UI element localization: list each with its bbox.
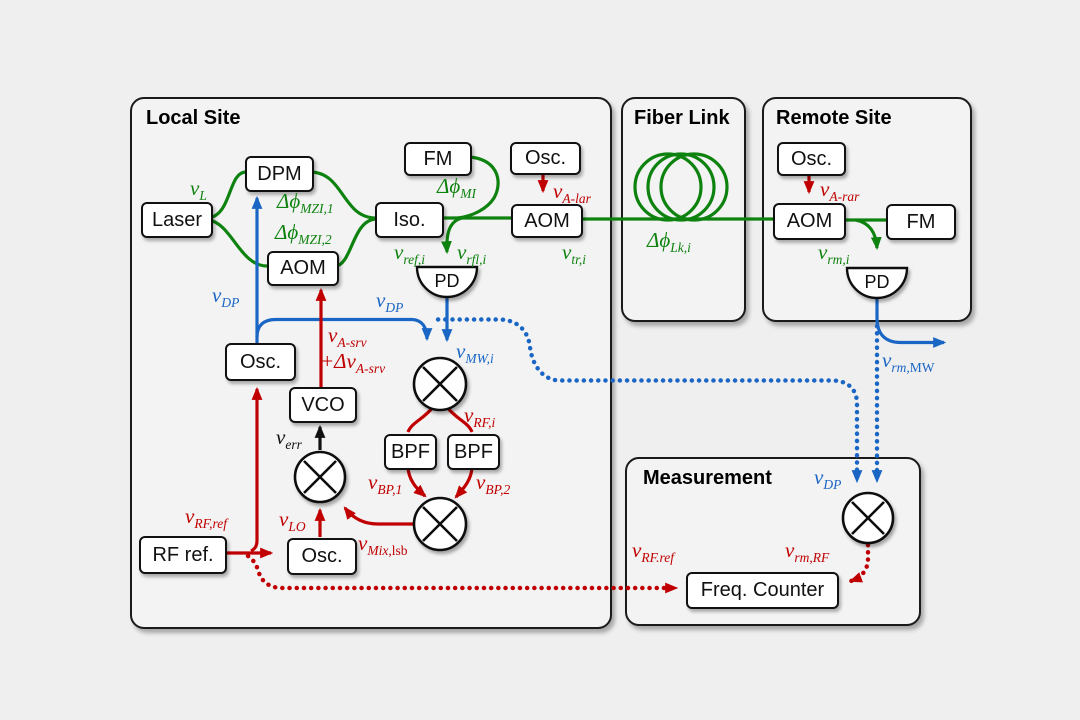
label-nu-err: νerr (276, 425, 302, 452)
mixer-error-icon (293, 450, 347, 504)
label-nu-rm-rf: νrm,RF (785, 538, 830, 565)
fm-local-node: FM (404, 142, 472, 176)
label-nu-a-lar: νA-lar (553, 179, 591, 206)
mixer-measurement-icon (841, 491, 895, 545)
label-nu-bp1: νBP,1 (368, 470, 403, 497)
label-nu-rf-ref: νRF,ref (185, 504, 227, 531)
local-site-title: Local Site (146, 107, 241, 129)
label-nu-rfl-i: νrfl,i (457, 240, 487, 267)
label-nu-rfref-meas: νRF.ref (632, 538, 674, 565)
label-nu-dp-mid: νDP (376, 288, 404, 315)
fiber-coil-icon (633, 152, 729, 222)
rf-ref-node: RF ref. (139, 536, 227, 574)
microwave-paths (251, 195, 947, 484)
pd-local-icon: PD (415, 265, 479, 299)
aom-remote-node: AOM (773, 203, 846, 240)
pd-remote-icon: PD (845, 266, 909, 300)
optical-paths (208, 152, 886, 268)
mixer-mw-icon (412, 356, 468, 412)
label-nu-rf-i: νRF,i (464, 403, 496, 430)
fm-remote-node: FM (886, 204, 956, 240)
measurement-title: Measurement (643, 467, 772, 489)
mixers (293, 356, 895, 552)
label-nu-lo: νLO (279, 507, 306, 534)
label-nu-rm-i: νrm,i (818, 240, 850, 267)
label-dphi-lk: ΔϕLk,i (647, 228, 691, 255)
vco-node: VCO (289, 387, 357, 423)
label-dnu-a-srv: +ΔνA-srv (320, 349, 386, 376)
label-nu-bp2: νBP,2 (476, 470, 511, 497)
label-nu-dp-left: νDP (212, 283, 240, 310)
remote-site-title: Remote Site (776, 107, 892, 129)
label-nu-L: νL (190, 176, 207, 203)
dpm-node: DPM (245, 156, 314, 192)
aom-fiber-node: AOM (511, 204, 583, 238)
label-nu-mix-lsb: νMix,lsb (358, 531, 408, 558)
freq-counter-node: Freq. Counter (686, 572, 839, 609)
label-dphi-mzi1: ΔϕMZI,1 (277, 189, 334, 216)
laser-node: Laser (141, 202, 213, 238)
osc-mid-node: Osc. (225, 343, 296, 381)
label-dphi-mzi2: ΔϕMZI,2 (275, 220, 332, 247)
svg-text:PD: PD (434, 271, 459, 291)
label-nu-ref-i: νref,i (394, 240, 425, 267)
bpf1-node: BPF (384, 434, 437, 470)
mixer-lsb-icon (412, 496, 468, 552)
label-nu-tr-i: νtr,i (562, 240, 586, 267)
microwave-dotted-paths (435, 317, 883, 484)
bpf2-node: BPF (447, 434, 500, 470)
osc-bot-node: Osc. (287, 538, 357, 575)
label-nu-a-srv: νA-srv (328, 323, 367, 350)
fiber-link-title: Fiber Link (634, 107, 730, 129)
osc-top-node: Osc. (510, 142, 581, 175)
osc-remote-node: Osc. (777, 142, 846, 176)
aom-mzi-node: AOM (267, 251, 339, 286)
label-nu-dp-meas: νDP (814, 465, 842, 492)
label-nu-rm-mw: νrm,MW (882, 348, 935, 375)
label-nu-mw-i: νMW,i (456, 339, 494, 366)
label-nu-a-rar: νA-rar (820, 177, 860, 204)
svg-text:PD: PD (864, 272, 889, 292)
photodiodes: PD PD (415, 265, 909, 300)
label-dphi-mi: ΔϕMI (437, 174, 476, 201)
rf-dotted-paths (245, 542, 871, 594)
rf-paths (224, 171, 871, 594)
isolator-node: Iso. (375, 202, 444, 238)
